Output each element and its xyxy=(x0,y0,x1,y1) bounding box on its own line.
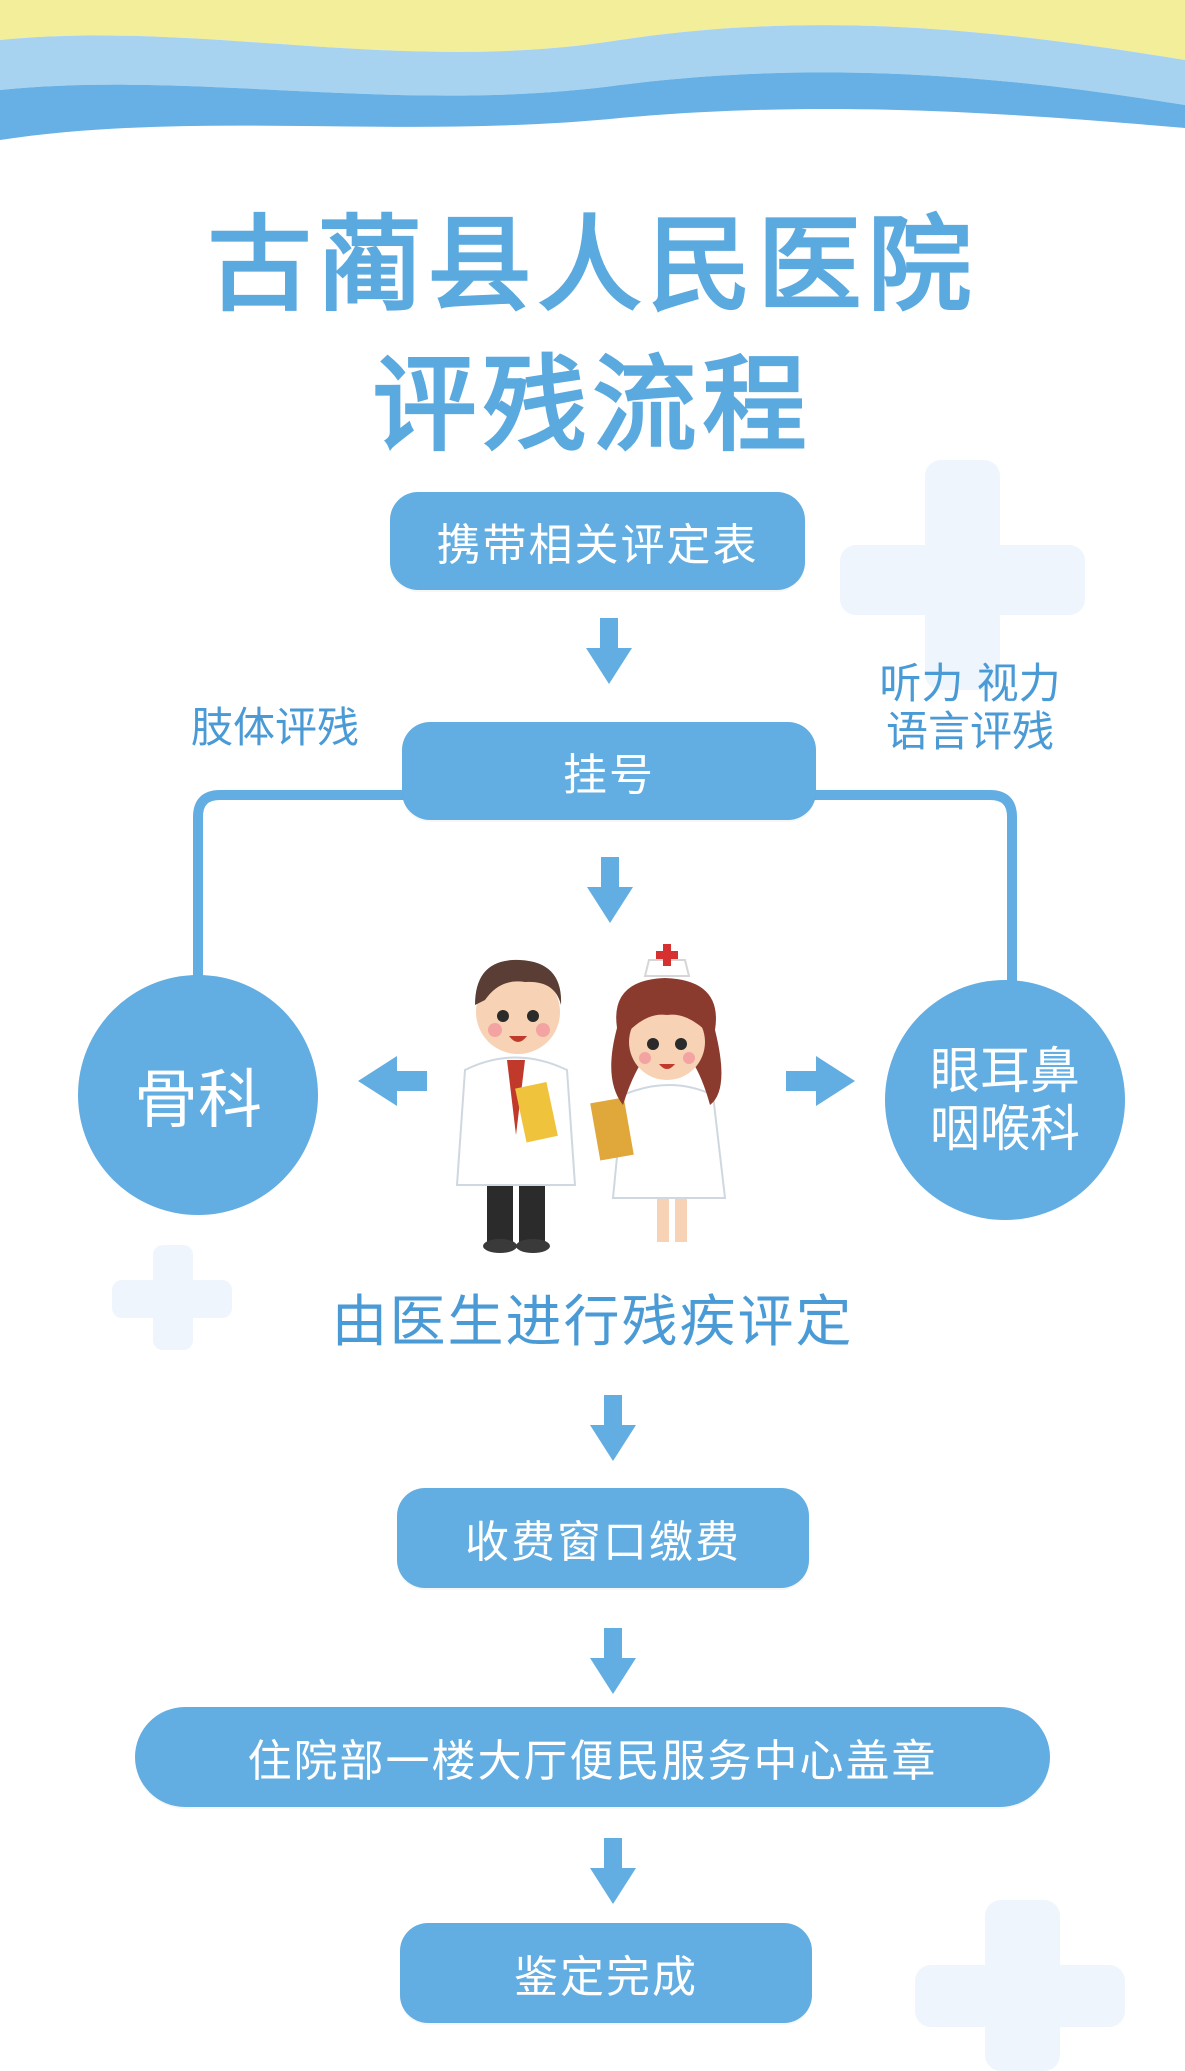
arrow-down-2 xyxy=(587,857,633,923)
step-payment-window: 收费窗口缴费 xyxy=(397,1488,809,1588)
page-title-line2: 评残流程 xyxy=(372,344,813,466)
step-carry-forms: 携带相关评定表 xyxy=(390,492,805,590)
wave-yellow xyxy=(0,0,1185,60)
step-doctor-assessment: 由医生进行残疾评定 xyxy=(331,1290,854,1355)
cross-decoration-bottom-right xyxy=(915,1900,1125,2071)
dept-ent-circle: 眼耳鼻 咽喉科 xyxy=(885,980,1125,1220)
arrow-right xyxy=(786,1056,855,1106)
wave-light-blue xyxy=(0,25,1185,106)
doctor-figure xyxy=(455,959,577,1253)
arrow-down-1 xyxy=(586,618,632,684)
cross-decoration-top-right xyxy=(840,460,1085,690)
dept-orthopedics-label: 骨科 xyxy=(134,1064,262,1138)
branch-label-sensory-line1: 听力 视力 xyxy=(879,659,1061,708)
dept-ent-label-line1: 眼耳鼻 xyxy=(930,1042,1080,1100)
branch-label-sensory-line2: 语言评残 xyxy=(885,707,1054,756)
connector-right xyxy=(810,790,1017,1005)
arrow-down-4 xyxy=(590,1628,636,1694)
page-title-line1: 古蔺县人民医院 xyxy=(207,204,978,326)
step-registration: 挂号 xyxy=(402,722,816,820)
connector-left xyxy=(193,790,410,990)
branch-label-limb: 肢体评残 xyxy=(190,703,359,752)
arrow-down-3 xyxy=(590,1395,636,1461)
step-completed: 鉴定完成 xyxy=(400,1923,812,2023)
cross-decoration-left xyxy=(112,1245,232,1350)
step-stamp-service-center: 住院部一楼大厅便民服务中心盖章 xyxy=(135,1707,1050,1807)
dept-orthopedics-circle: 骨科 xyxy=(78,975,318,1215)
arrow-left xyxy=(358,1056,427,1106)
arrow-down-5 xyxy=(590,1838,636,1904)
dept-ent-label-line2: 咽喉科 xyxy=(930,1100,1080,1158)
wave-blue xyxy=(0,72,1185,140)
doctor-nurse-illustration xyxy=(455,944,727,1253)
nurse-figure xyxy=(590,944,727,1242)
